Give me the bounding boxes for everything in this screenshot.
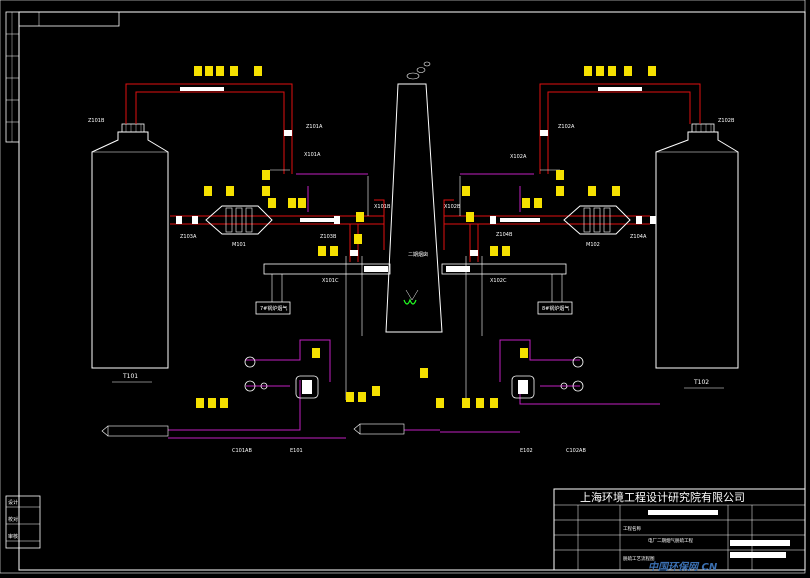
side-label-3: 审核 [8,533,18,540]
duct-tag-left-2 [300,218,340,222]
boiler-8-label: 8#锅炉烟气 [542,305,569,312]
equipment-labels: Z101B Z101A X101A X101B Z103A Z103B X101… [88,118,735,454]
company-name: 上海环境工程设计研究院有限公司 [580,490,745,504]
tower-t102: T102 [655,123,739,389]
duct-tag-right [598,87,642,91]
process-lines [270,169,560,400]
unit-z104a-label: Z104A [630,234,647,240]
flue-gas-ducts [125,83,701,262]
left-strip: 设计 校对 审核 [5,11,41,549]
side-label-1: 设计 [8,499,18,506]
unit-z101a-label: Z101A [306,124,323,130]
boiler-8-box [537,301,573,315]
duct-tag-right-2 [500,218,540,222]
instrument-tags [194,66,656,408]
unit-c102ab-label: C102AB [566,448,586,454]
tower-t101: T101 [91,123,169,383]
tower-t101-label: T101 [122,373,138,380]
unit-z102a-label: Z102A [558,124,575,130]
pumps [244,356,584,392]
boiler-7-box [255,301,291,315]
title-drawing: 脱硫工艺流程图 [623,555,655,562]
unit-x102a-label: X102A [510,154,527,160]
side-label-2: 校对 [8,516,18,523]
unit-m101-label: M101 [232,242,246,248]
unit-x102c-label: X102C [490,278,507,284]
chimney-label: 二期烟囱 [408,251,428,258]
unit-x101a-label: X101A [304,152,321,158]
tower-t102-label: T102 [693,379,709,386]
unit-m102-label: M102 [586,242,600,248]
heat-exchanger-m102: M102 [563,205,631,248]
unit-z103b-label: Z103B [320,234,337,240]
title-project: 电厂二期烟气脱硫工程 [648,537,693,544]
unit-z101b-label: Z101B [88,118,105,124]
drawing-frame [18,11,806,571]
watermark: 中国环保网 CN [648,561,718,573]
unit-z102b-label: Z102B [718,118,735,124]
boiler-7-label: 7#锅炉烟气 [260,305,287,312]
unit-x101c-label: X101C [322,278,339,284]
top-left-box [18,11,120,27]
unit-z103a-label: Z103A [180,234,197,240]
boiler-headers: 7#锅炉烟气 8#锅炉烟气 [255,263,573,315]
unit-c101ab-label: C101AB [232,448,252,454]
dampers [176,130,656,256]
slurry-lines [168,173,660,439]
feed-box-center [359,423,405,435]
duct-tag-left [180,87,224,91]
title-label-project: 工程名称 [623,525,641,532]
unit-e101-label: E101 [290,448,303,454]
tank-e101: E101 [290,375,319,454]
unit-z104b-label: Z104B [496,232,513,238]
unit-x102b-label: X102B [444,204,461,210]
unit-e102-label: E102 [520,448,533,454]
unit-x101b-label: X101B [374,204,391,210]
heat-exchanger-m101: M101 [205,205,273,248]
tank-e102: E102 [511,375,535,454]
title-block: 上海环境工程设计研究院有限公司 工程名称 电厂二期烟气脱硫工程 脱硫工艺流程图 … [553,488,806,573]
chimney: 二期烟囱 [385,61,443,333]
feed-box-left [107,425,169,437]
